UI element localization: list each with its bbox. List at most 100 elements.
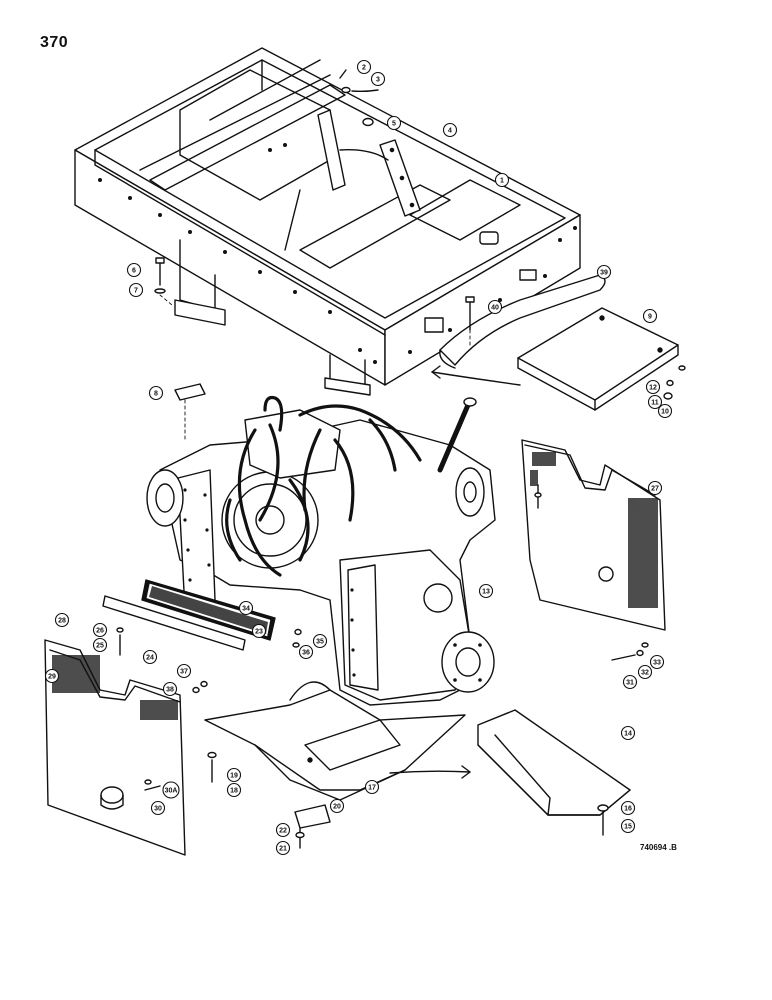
callout-number: 32 — [641, 670, 649, 677]
callout-23: 23 — [251, 623, 267, 639]
callout-number: 4 — [448, 128, 452, 135]
callout-number: 34 — [242, 606, 250, 613]
callout-17: 17 — [364, 779, 380, 795]
callout-35: 35 — [312, 633, 328, 649]
callout-1: 1 — [494, 172, 510, 188]
callout-4: 4 — [442, 122, 458, 138]
callout-20: 20 — [329, 798, 345, 814]
bracket-strip — [317, 109, 421, 217]
callout-19: 19 — [226, 767, 242, 783]
callout-number: 12 — [649, 385, 657, 392]
callout-number: 8 — [154, 391, 158, 398]
callout-28: 28 — [54, 612, 70, 628]
leader-arrow — [339, 149, 389, 161]
rear-guard — [477, 709, 631, 816]
callout-21: 21 — [275, 840, 291, 856]
callout-6: 6 — [126, 262, 142, 278]
hydraulic-line — [284, 189, 301, 251]
callout-number: 20 — [333, 804, 341, 811]
callout-number: 30A — [165, 788, 178, 795]
callout-26: 26 — [92, 622, 108, 638]
callout-number: 38 — [166, 687, 174, 694]
callout-25: 25 — [92, 637, 108, 653]
leader-arrow — [431, 371, 521, 386]
callout-number: 36 — [302, 650, 310, 657]
callout-3: 3 — [370, 71, 386, 87]
floor-plate — [517, 307, 679, 411]
callout-number: 31 — [626, 680, 634, 687]
callout-18: 18 — [226, 782, 242, 798]
callout-39: 39 — [596, 264, 612, 280]
callout-30: 30 — [150, 800, 166, 816]
callout-number: 33 — [653, 660, 661, 667]
callout-2: 2 — [356, 59, 372, 75]
callout-number: 35 — [316, 639, 324, 646]
main-frame — [74, 47, 581, 396]
callout-number: 2 — [362, 65, 366, 72]
callout-36: 36 — [298, 644, 314, 660]
leader-arrow — [389, 770, 471, 774]
callout-number: 9 — [648, 314, 652, 321]
callout-number: 26 — [96, 628, 104, 635]
callout-33: 33 — [649, 654, 665, 670]
callout-number: 27 — [651, 486, 659, 493]
callout-number: 5 — [392, 121, 396, 128]
callout-8: 8 — [148, 385, 164, 401]
callout-number: 7 — [134, 288, 138, 295]
callout-number: 21 — [279, 846, 287, 853]
callout-number: 6 — [132, 268, 136, 275]
callout-number: 10 — [661, 409, 669, 416]
transmission-assembly — [146, 395, 496, 706]
callout-number: 39 — [600, 270, 608, 277]
callout-number: 28 — [58, 618, 66, 625]
page-number: 370 — [40, 34, 69, 51]
leader-lines — [159, 294, 471, 441]
callout-number: 11 — [651, 400, 659, 407]
callout-number: 13 — [482, 589, 490, 596]
callout-30a: 30A — [162, 781, 180, 799]
callout-27: 27 — [647, 480, 663, 496]
callout-16: 16 — [620, 800, 636, 816]
callout-number: 18 — [230, 788, 238, 795]
callout-32: 32 — [637, 664, 653, 680]
deflector-shield — [439, 274, 606, 369]
hardware — [116, 69, 686, 849]
callout-31: 31 — [622, 674, 638, 690]
callout-number: 17 — [368, 785, 376, 792]
callout-9: 9 — [642, 308, 658, 324]
callout-number: 22 — [279, 828, 287, 835]
callout-40: 40 — [487, 299, 503, 315]
callout-38: 38 — [162, 681, 178, 697]
callout-7: 7 — [128, 282, 144, 298]
callout-12: 12 — [645, 379, 661, 395]
callout-number: 29 — [48, 674, 56, 681]
callout-layer: 1234567891011121314151617181920212223242… — [44, 59, 673, 856]
callout-number: 37 — [180, 669, 188, 676]
callout-number: 23 — [255, 629, 263, 636]
left-side-panel — [44, 639, 186, 856]
callout-13: 13 — [478, 583, 494, 599]
callout-number: 15 — [624, 824, 632, 831]
callout-number: 40 — [491, 305, 499, 312]
callout-number: 1 — [500, 178, 504, 185]
callout-29: 29 — [44, 668, 60, 684]
callout-11: 11 — [647, 394, 663, 410]
callout-number: 3 — [376, 77, 380, 84]
seal-strip — [102, 579, 276, 651]
callout-24: 24 — [142, 649, 158, 665]
callout-5: 5 — [386, 115, 402, 131]
figure-reference: 740694 .B — [640, 843, 677, 852]
callout-22: 22 — [275, 822, 291, 838]
callout-10: 10 — [657, 403, 673, 419]
callout-number: 14 — [624, 731, 632, 738]
callout-number: 16 — [624, 806, 632, 813]
callout-number: 25 — [96, 643, 104, 650]
callout-34: 34 — [238, 600, 254, 616]
callout-14: 14 — [620, 725, 636, 741]
callout-number: 24 — [146, 655, 154, 662]
callout-number: 30 — [154, 806, 162, 813]
callout-37: 37 — [176, 663, 192, 679]
callout-number: 19 — [230, 773, 238, 780]
callout-15: 15 — [620, 818, 636, 834]
